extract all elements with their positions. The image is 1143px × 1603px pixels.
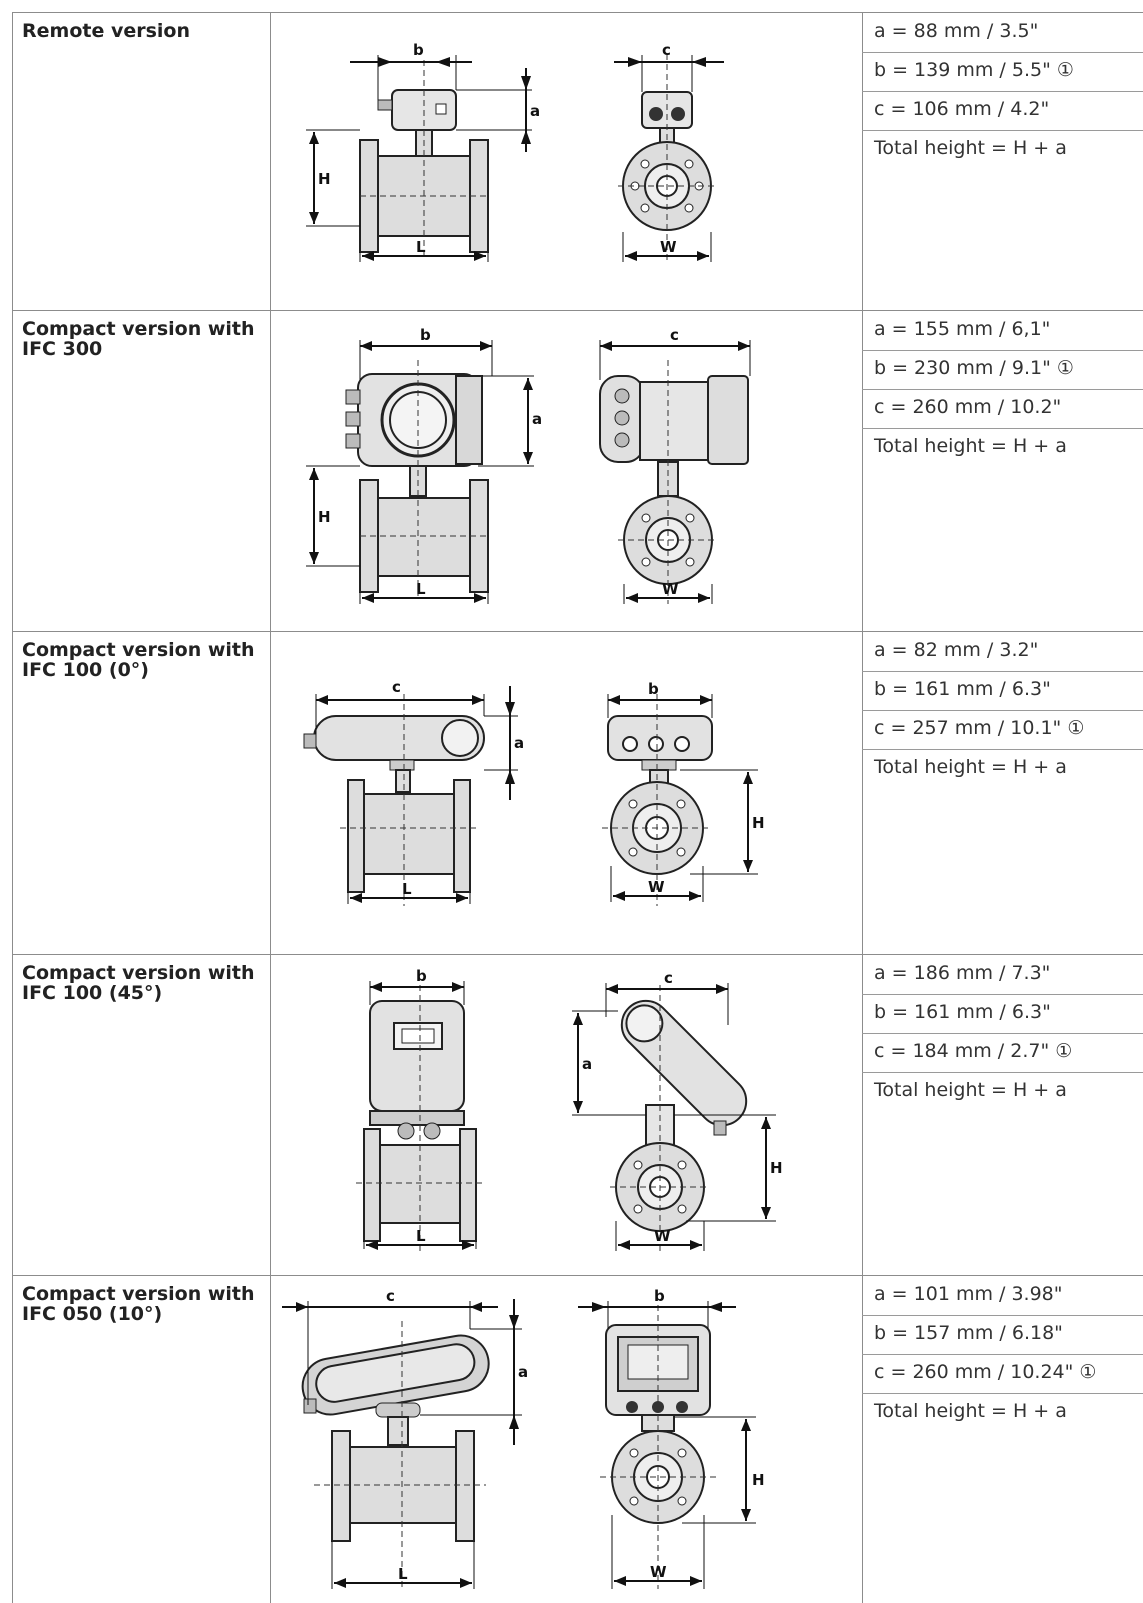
dim-label-c: c	[392, 678, 401, 696]
dim-label-b: b	[654, 1287, 665, 1305]
row-divider	[12, 631, 1143, 632]
ifc100-45-side-view-drawing: c a H W	[566, 965, 796, 1255]
dim-label-a: a	[514, 734, 524, 752]
dim-label-L: L	[416, 1227, 426, 1245]
ifc100-0-front-view-drawing: c a L	[300, 670, 560, 910]
dim-label-W: W	[650, 1563, 667, 1581]
dim-label-a: a	[518, 1363, 528, 1381]
ifc100-45-front-view-drawing: b L	[340, 965, 500, 1255]
row-label-compact-ifc300: Compact version with IFC 300	[22, 318, 255, 360]
row-divider	[12, 1275, 1143, 1276]
spec-divider	[862, 91, 1143, 92]
row-label-compact-ifc100-45: Compact version with IFC 100 (45°)	[22, 962, 255, 1004]
dim-label-a: a	[532, 410, 542, 428]
dim-label-c: c	[386, 1287, 395, 1305]
spec-divider	[862, 1033, 1143, 1034]
dim-label-W: W	[648, 878, 665, 896]
spec-b: b = 230 mm / 9.1" ①	[874, 357, 1074, 379]
spec-b: b = 139 mm / 5.5" ①	[874, 59, 1074, 81]
dim-label-W: W	[654, 1227, 671, 1245]
dim-label-a: a	[582, 1055, 592, 1073]
spec-c: c = 260 mm / 10.24" ①	[874, 1361, 1097, 1383]
dim-label-H: H	[770, 1159, 783, 1177]
spec-b: b = 161 mm / 6.3"	[874, 678, 1051, 700]
spec-b: b = 157 mm / 6.18"	[874, 1322, 1063, 1344]
ifc300-side-view-drawing: c W	[590, 320, 770, 610]
dim-label-b: b	[648, 680, 659, 698]
row-label-remote-version: Remote version	[22, 20, 190, 42]
dim-label-c: c	[662, 41, 671, 59]
spec-divider	[862, 749, 1143, 750]
ifc050-10-side-view-drawing: b H W	[570, 1285, 770, 1595]
spec-total-height: Total height = H + a	[874, 435, 1067, 457]
spec-a: a = 82 mm / 3.2"	[874, 639, 1039, 661]
spec-divider	[862, 428, 1143, 429]
dim-label-W: W	[662, 580, 679, 598]
dim-label-b: b	[416, 967, 427, 985]
column-divider	[270, 12, 271, 1603]
spec-a: a = 155 mm / 6,1"	[874, 318, 1051, 340]
spec-divider	[862, 1072, 1143, 1073]
dim-label-W: W	[660, 238, 677, 256]
spec-c: c = 260 mm / 10.2"	[874, 396, 1062, 418]
dim-label-c: c	[664, 969, 673, 987]
spec-c: c = 184 mm / 2.7" ①	[874, 1040, 1073, 1062]
spec-divider	[862, 52, 1143, 53]
dim-label-L: L	[402, 880, 412, 898]
dim-label-H: H	[752, 1471, 765, 1489]
spec-divider	[862, 130, 1143, 131]
ifc100-0-side-view-drawing: b H W	[590, 670, 780, 910]
spec-a: a = 88 mm / 3.5"	[874, 20, 1039, 42]
dim-label-a: a	[530, 102, 540, 120]
spec-total-height: Total height = H + a	[874, 137, 1067, 159]
dim-label-H: H	[318, 508, 331, 526]
spec-total-height: Total height = H + a	[874, 1079, 1067, 1101]
ifc050-10-front-view-drawing: c a L	[276, 1285, 536, 1595]
dim-label-L: L	[416, 580, 426, 598]
dim-label-c: c	[670, 326, 679, 344]
spec-divider	[862, 994, 1143, 995]
row-divider	[12, 954, 1143, 955]
ifc300-front-view-drawing: b a H L	[300, 320, 560, 610]
spec-divider	[862, 671, 1143, 672]
spec-a: a = 101 mm / 3.98"	[874, 1283, 1063, 1305]
spec-divider	[862, 350, 1143, 351]
spec-divider	[862, 710, 1143, 711]
spec-total-height: Total height = H + a	[874, 1400, 1067, 1422]
row-divider	[12, 12, 1143, 13]
spec-b: b = 161 mm / 6.3"	[874, 1001, 1051, 1023]
column-divider	[862, 12, 863, 1603]
dim-label-H: H	[752, 814, 765, 832]
remote-side-view-drawing: c W	[600, 40, 750, 270]
spec-a: a = 186 mm / 7.3"	[874, 962, 1051, 984]
remote-front-view-drawing: b a H L	[300, 40, 560, 270]
row-label-compact-ifc100-0: Compact version with IFC 100 (0°)	[22, 639, 255, 681]
spec-c: c = 257 mm / 10.1" ①	[874, 717, 1085, 739]
spec-c: c = 106 mm / 4.2"	[874, 98, 1050, 120]
spec-total-height: Total height = H + a	[874, 756, 1067, 778]
row-divider	[12, 310, 1143, 311]
row-label-compact-ifc050-10: Compact version with IFC 050 (10°)	[22, 1283, 255, 1325]
dim-label-H: H	[318, 170, 331, 188]
column-divider	[12, 12, 13, 1603]
spec-divider	[862, 1393, 1143, 1394]
dim-label-b: b	[413, 41, 424, 59]
spec-divider	[862, 1315, 1143, 1316]
dim-label-L: L	[398, 1565, 408, 1583]
dim-label-b: b	[420, 326, 431, 344]
spec-divider	[862, 389, 1143, 390]
spec-divider	[862, 1354, 1143, 1355]
dim-label-L: L	[416, 238, 426, 256]
